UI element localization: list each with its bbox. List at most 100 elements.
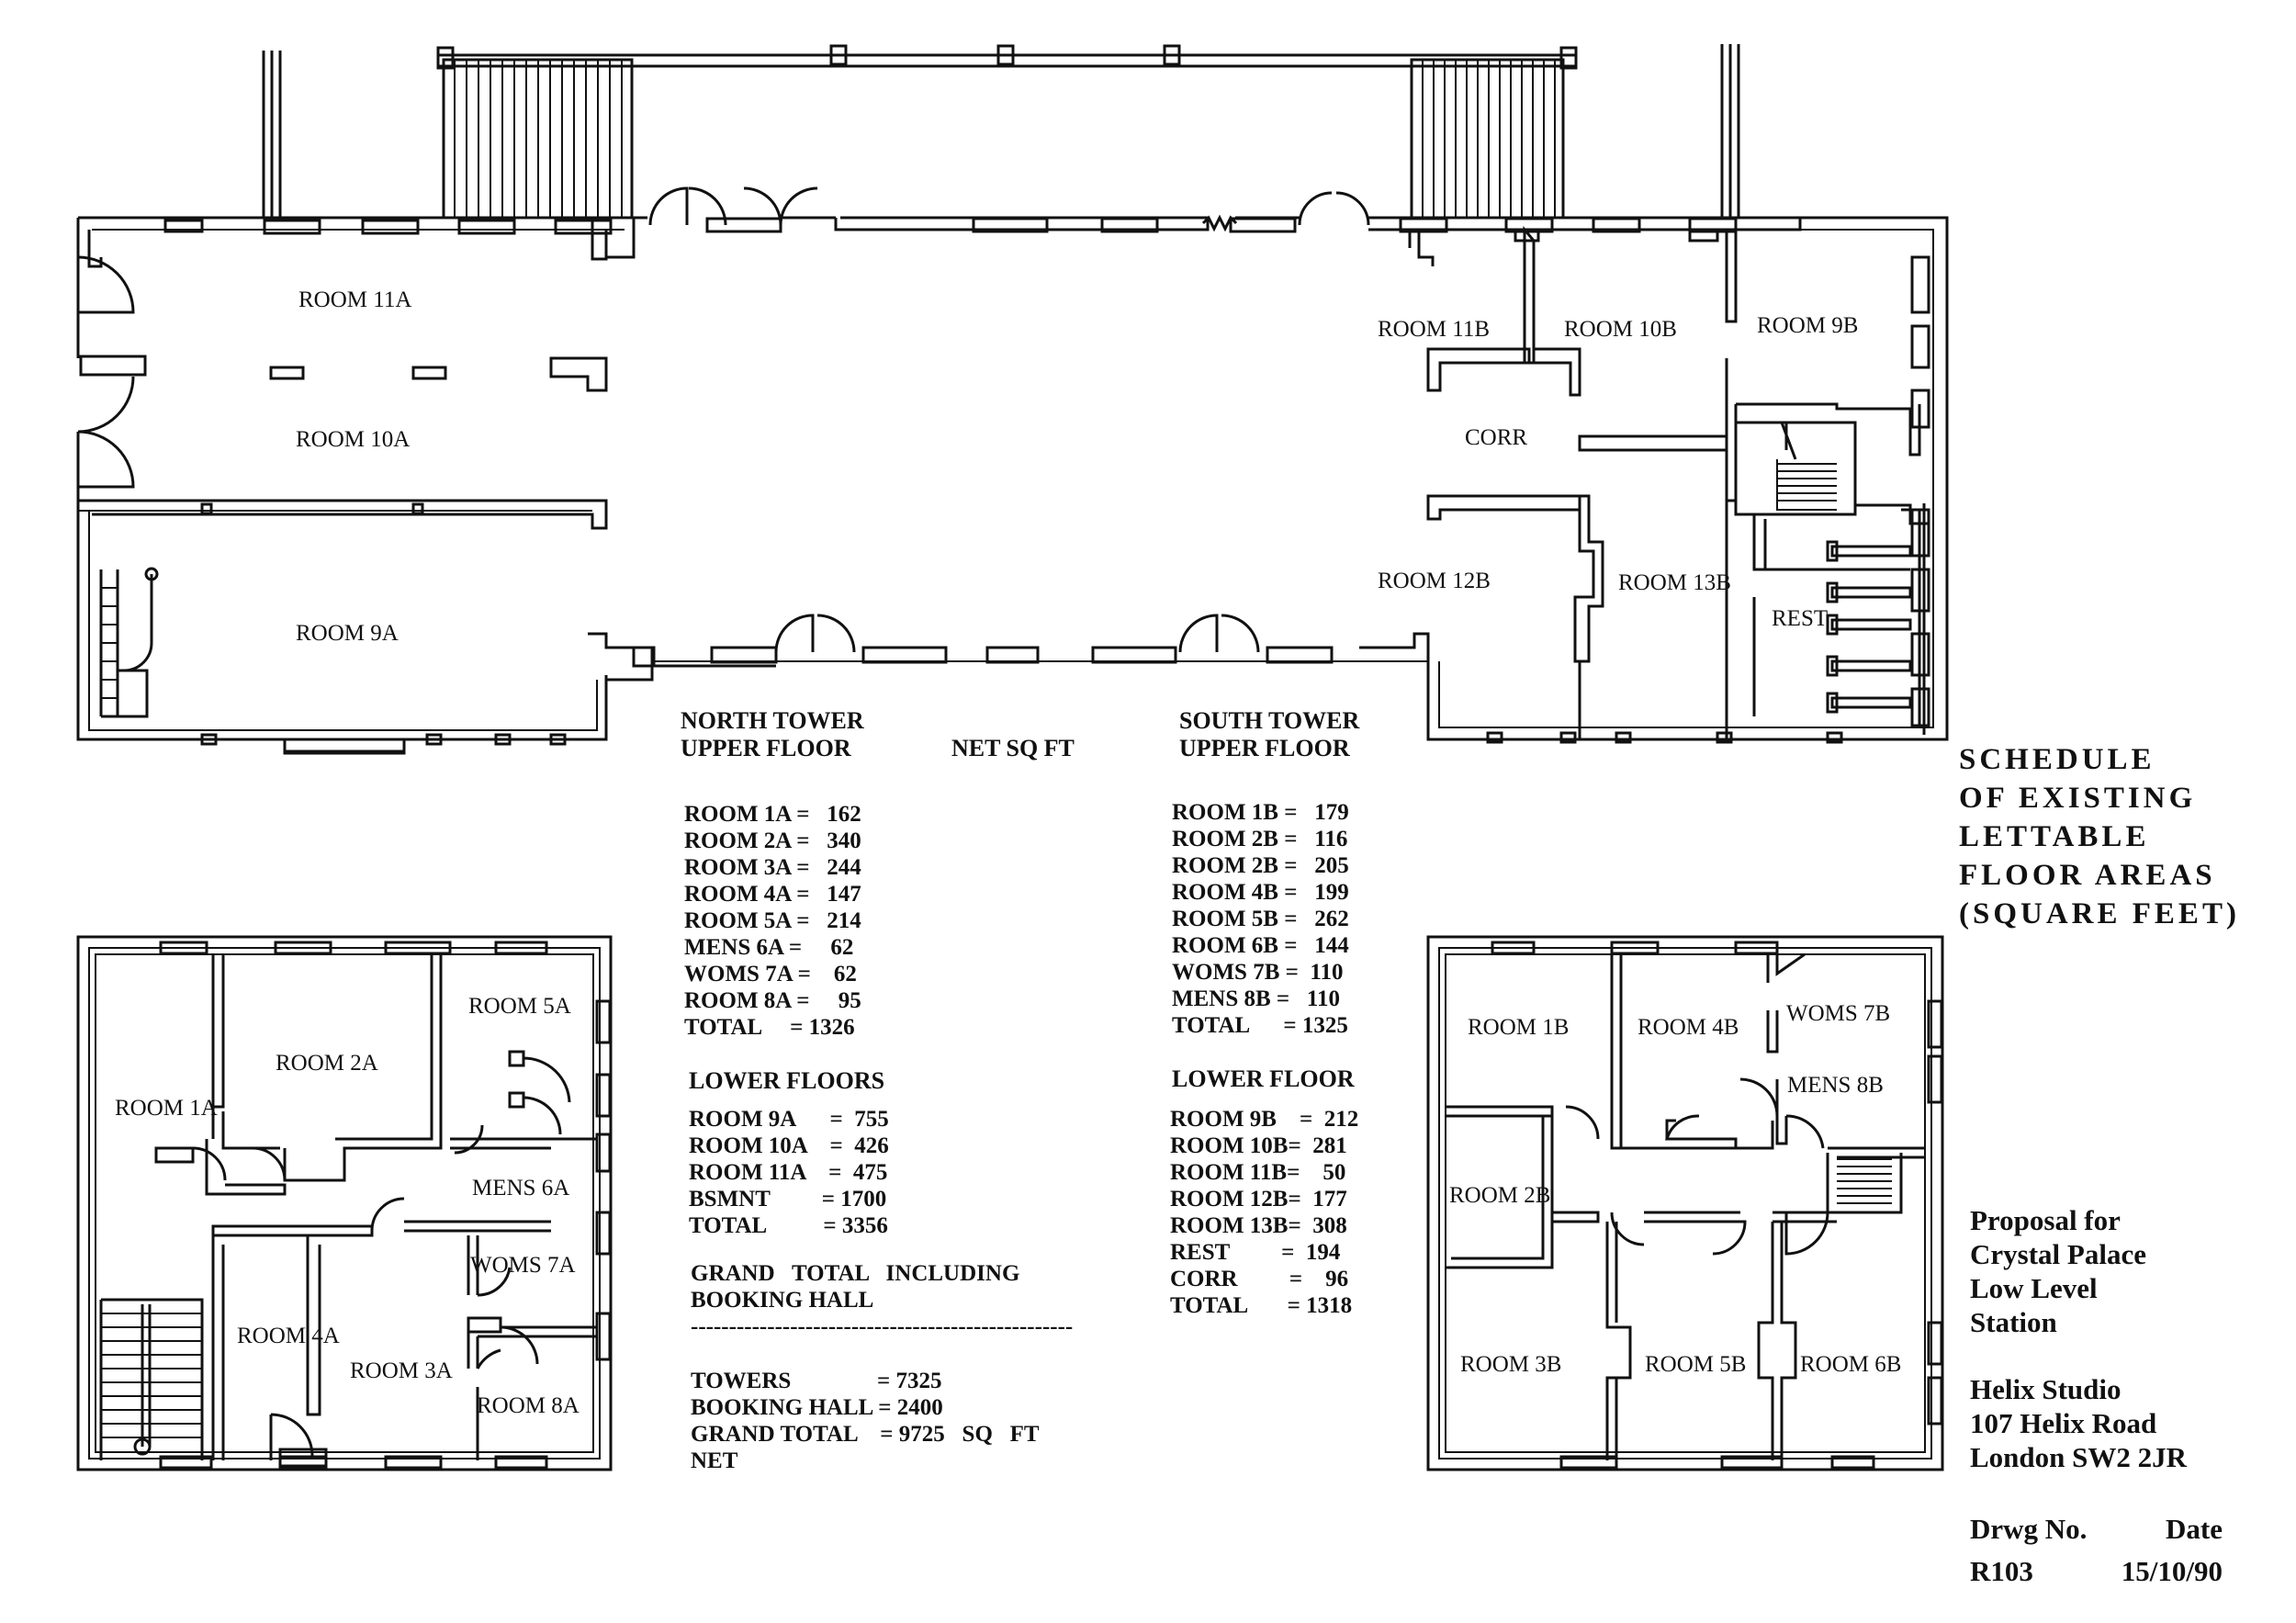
list-item: ROOM 13B= 308: [1170, 1213, 1347, 1238]
north-lower-floors-heading: LOWER FLOORS: [689, 1067, 885, 1094]
label-room-5a: ROOM 5A: [468, 994, 571, 1019]
list-item: NET: [691, 1448, 738, 1473]
list-item: MENS 6A = 62: [684, 935, 854, 960]
north-upper-floor-heading: UPPER FLOOR: [681, 735, 851, 761]
list-item: ROOM 11A = 475: [689, 1160, 888, 1185]
list-item: TOTAL = 1318: [1170, 1293, 1353, 1318]
room-labels: ROOM 11A ROOM 10A ROOM 9A ROOM 11B ROOM …: [115, 287, 1901, 1418]
list-item: GRAND TOTAL = 9725 SQ FT: [691, 1422, 1040, 1447]
list-item: ROOM 1B = 179: [1172, 800, 1349, 825]
label-room-3a: ROOM 3A: [350, 1358, 453, 1383]
list-item: TOTAL = 1326: [684, 1015, 855, 1040]
label-rest: REST: [1772, 606, 1828, 631]
label-room-8a: ROOM 8A: [477, 1393, 580, 1418]
label-corr: CORR: [1465, 425, 1527, 450]
list-item: ROOM 5A = 214: [684, 908, 861, 933]
label-room-9b: ROOM 9B: [1757, 313, 1858, 338]
title-line: FLOOR AREAS: [1959, 859, 2216, 892]
label-room-6b: ROOM 6B: [1800, 1352, 1901, 1377]
south-lower-floor-heading: LOWER FLOOR: [1172, 1065, 1355, 1092]
divider: ----------------------------------------…: [691, 1314, 1074, 1339]
list-item: CORR = 96: [1170, 1267, 1349, 1291]
label-room-4b: ROOM 4B: [1638, 1015, 1739, 1040]
label-room-1a: ROOM 1A: [115, 1096, 218, 1121]
south-upper-list: ROOM 1B = 179 ROOM 2B = 116 ROOM 2B = 20…: [1172, 799, 1349, 1039]
label-room-2b: ROOM 2B: [1449, 1183, 1550, 1208]
south-tower-schedule: SOUTH TOWER UPPER FLOOR: [1179, 707, 1359, 762]
list-item: ROOM 1A = 162: [684, 802, 861, 827]
drawing-number: R103: [1970, 1555, 2033, 1587]
title-line: (SQUARE FEET): [1959, 897, 2240, 930]
drawing-date: 15/10/90: [2121, 1555, 2223, 1587]
north-tower-heading: NORTH TOWER: [681, 707, 864, 734]
drawing-info-block: Drwg No. Date R103 15/10/90: [1970, 1508, 2223, 1593]
label-room-1b: ROOM 1B: [1468, 1015, 1569, 1040]
label-room-13b: ROOM 13B: [1618, 570, 1731, 595]
list-item: ROOM 4B = 199: [1172, 880, 1349, 905]
grand-total-list: TOWERS = 7325 BOOKING HALL = 2400 GRAND …: [691, 1368, 1040, 1474]
north-tower-schedule: NORTH TOWER UPPER FLOOR: [681, 707, 864, 762]
south-tower-plan: [1426, 935, 1944, 1471]
list-item: REST = 194: [1170, 1240, 1341, 1265]
label-room-4a: ROOM 4A: [237, 1324, 340, 1348]
list-item: ROOM 2A = 340: [684, 828, 861, 853]
label-room-3b: ROOM 3B: [1460, 1352, 1561, 1377]
list-item: ROOM 10A = 426: [689, 1133, 889, 1158]
list-item: ROOM 9B = 212: [1170, 1107, 1359, 1132]
list-item: ROOM 4A = 147: [684, 882, 861, 907]
north-upper-list: ROOM 1A = 162 ROOM 2A = 340 ROOM 3A = 24…: [684, 801, 861, 1041]
list-item: TOTAL = 3356: [689, 1213, 888, 1238]
date-label: Date: [2166, 1513, 2223, 1545]
studio-address-block: Helix Studio 107 Helix Road London SW2 2…: [1970, 1372, 2187, 1474]
booking-hall-plan: [76, 44, 1949, 755]
schedule-title: SCHEDULE OF EXISTING LETTABLE FLOOR AREA…: [1959, 740, 2240, 933]
title-line: SCHEDULE: [1959, 743, 2155, 776]
drawing-number-label: Drwg No.: [1970, 1513, 2088, 1545]
list-item: WOMS 7A = 62: [684, 962, 857, 986]
list-item: BSMNT = 1700: [689, 1187, 887, 1212]
label-woms-7a: WOMS 7A: [470, 1253, 576, 1278]
proposal-block: Proposal for Crystal Palace Low Level St…: [1970, 1203, 2146, 1339]
list-item: ROOM 12B= 177: [1170, 1187, 1347, 1212]
list-item: ROOM 2B = 205: [1172, 853, 1349, 878]
list-item: ROOM 11B= 50: [1170, 1160, 1346, 1185]
proposal-line: Station: [1970, 1306, 2057, 1338]
label-room-12b: ROOM 12B: [1378, 569, 1491, 593]
title-line: OF EXISTING: [1959, 782, 2197, 815]
list-item: TOWERS = 7325: [691, 1369, 942, 1393]
list-item: TOTAL = 1325: [1172, 1013, 1348, 1038]
list-item: ROOM 9A = 755: [689, 1107, 889, 1132]
label-woms-7b: WOMS 7B: [1786, 1001, 1890, 1026]
studio-street: 107 Helix Road: [1970, 1407, 2157, 1439]
list-item: BOOKING HALL = 2400: [691, 1395, 943, 1420]
label-room-11a: ROOM 11A: [298, 287, 411, 312]
studio-name: Helix Studio: [1970, 1373, 2122, 1405]
list-item: ROOM 6B = 144: [1172, 933, 1349, 958]
south-lower-list: ROOM 9B = 212 ROOM 10B= 281 ROOM 11B= 50…: [1170, 1106, 1358, 1319]
grand-total-heading: GRAND TOTAL INCLUDING: [691, 1261, 1020, 1286]
label-mens-8b: MENS 8B: [1787, 1073, 1884, 1098]
list-item: ROOM 10B= 281: [1170, 1133, 1347, 1158]
proposal-line: Low Level: [1970, 1272, 2098, 1304]
label-room-9a: ROOM 9A: [296, 621, 399, 646]
title-line: LETTABLE: [1959, 820, 2150, 853]
label-mens-6a: MENS 6A: [472, 1176, 569, 1200]
south-tower-heading: SOUTH TOWER: [1179, 707, 1360, 734]
list-item: MENS 8B = 110: [1172, 986, 1341, 1011]
list-item: ROOM 8A = 95: [684, 988, 861, 1013]
label-room-2a: ROOM 2A: [276, 1051, 378, 1076]
label-room-11b: ROOM 11B: [1378, 317, 1490, 342]
proposal-line: Crystal Palace: [1970, 1238, 2146, 1270]
north-tower-plan: [76, 935, 613, 1471]
label-room-10a: ROOM 10A: [296, 427, 410, 452]
label-room-10b: ROOM 10B: [1564, 317, 1677, 342]
studio-city: London SW2 2JR: [1970, 1441, 2188, 1473]
net-sq-ft-heading: NET SQ FT: [951, 735, 1075, 761]
proposal-line: Proposal for: [1970, 1204, 2121, 1236]
grand-total-block: GRAND TOTAL INCLUDING BOOKING HALL -----…: [691, 1260, 1073, 1340]
list-item: ROOM 5B = 262: [1172, 907, 1349, 931]
north-lower-list: ROOM 9A = 755 ROOM 10A = 426 ROOM 11A = …: [689, 1106, 889, 1239]
list-item: ROOM 3A = 244: [684, 855, 861, 880]
label-room-5b: ROOM 5B: [1645, 1352, 1746, 1377]
